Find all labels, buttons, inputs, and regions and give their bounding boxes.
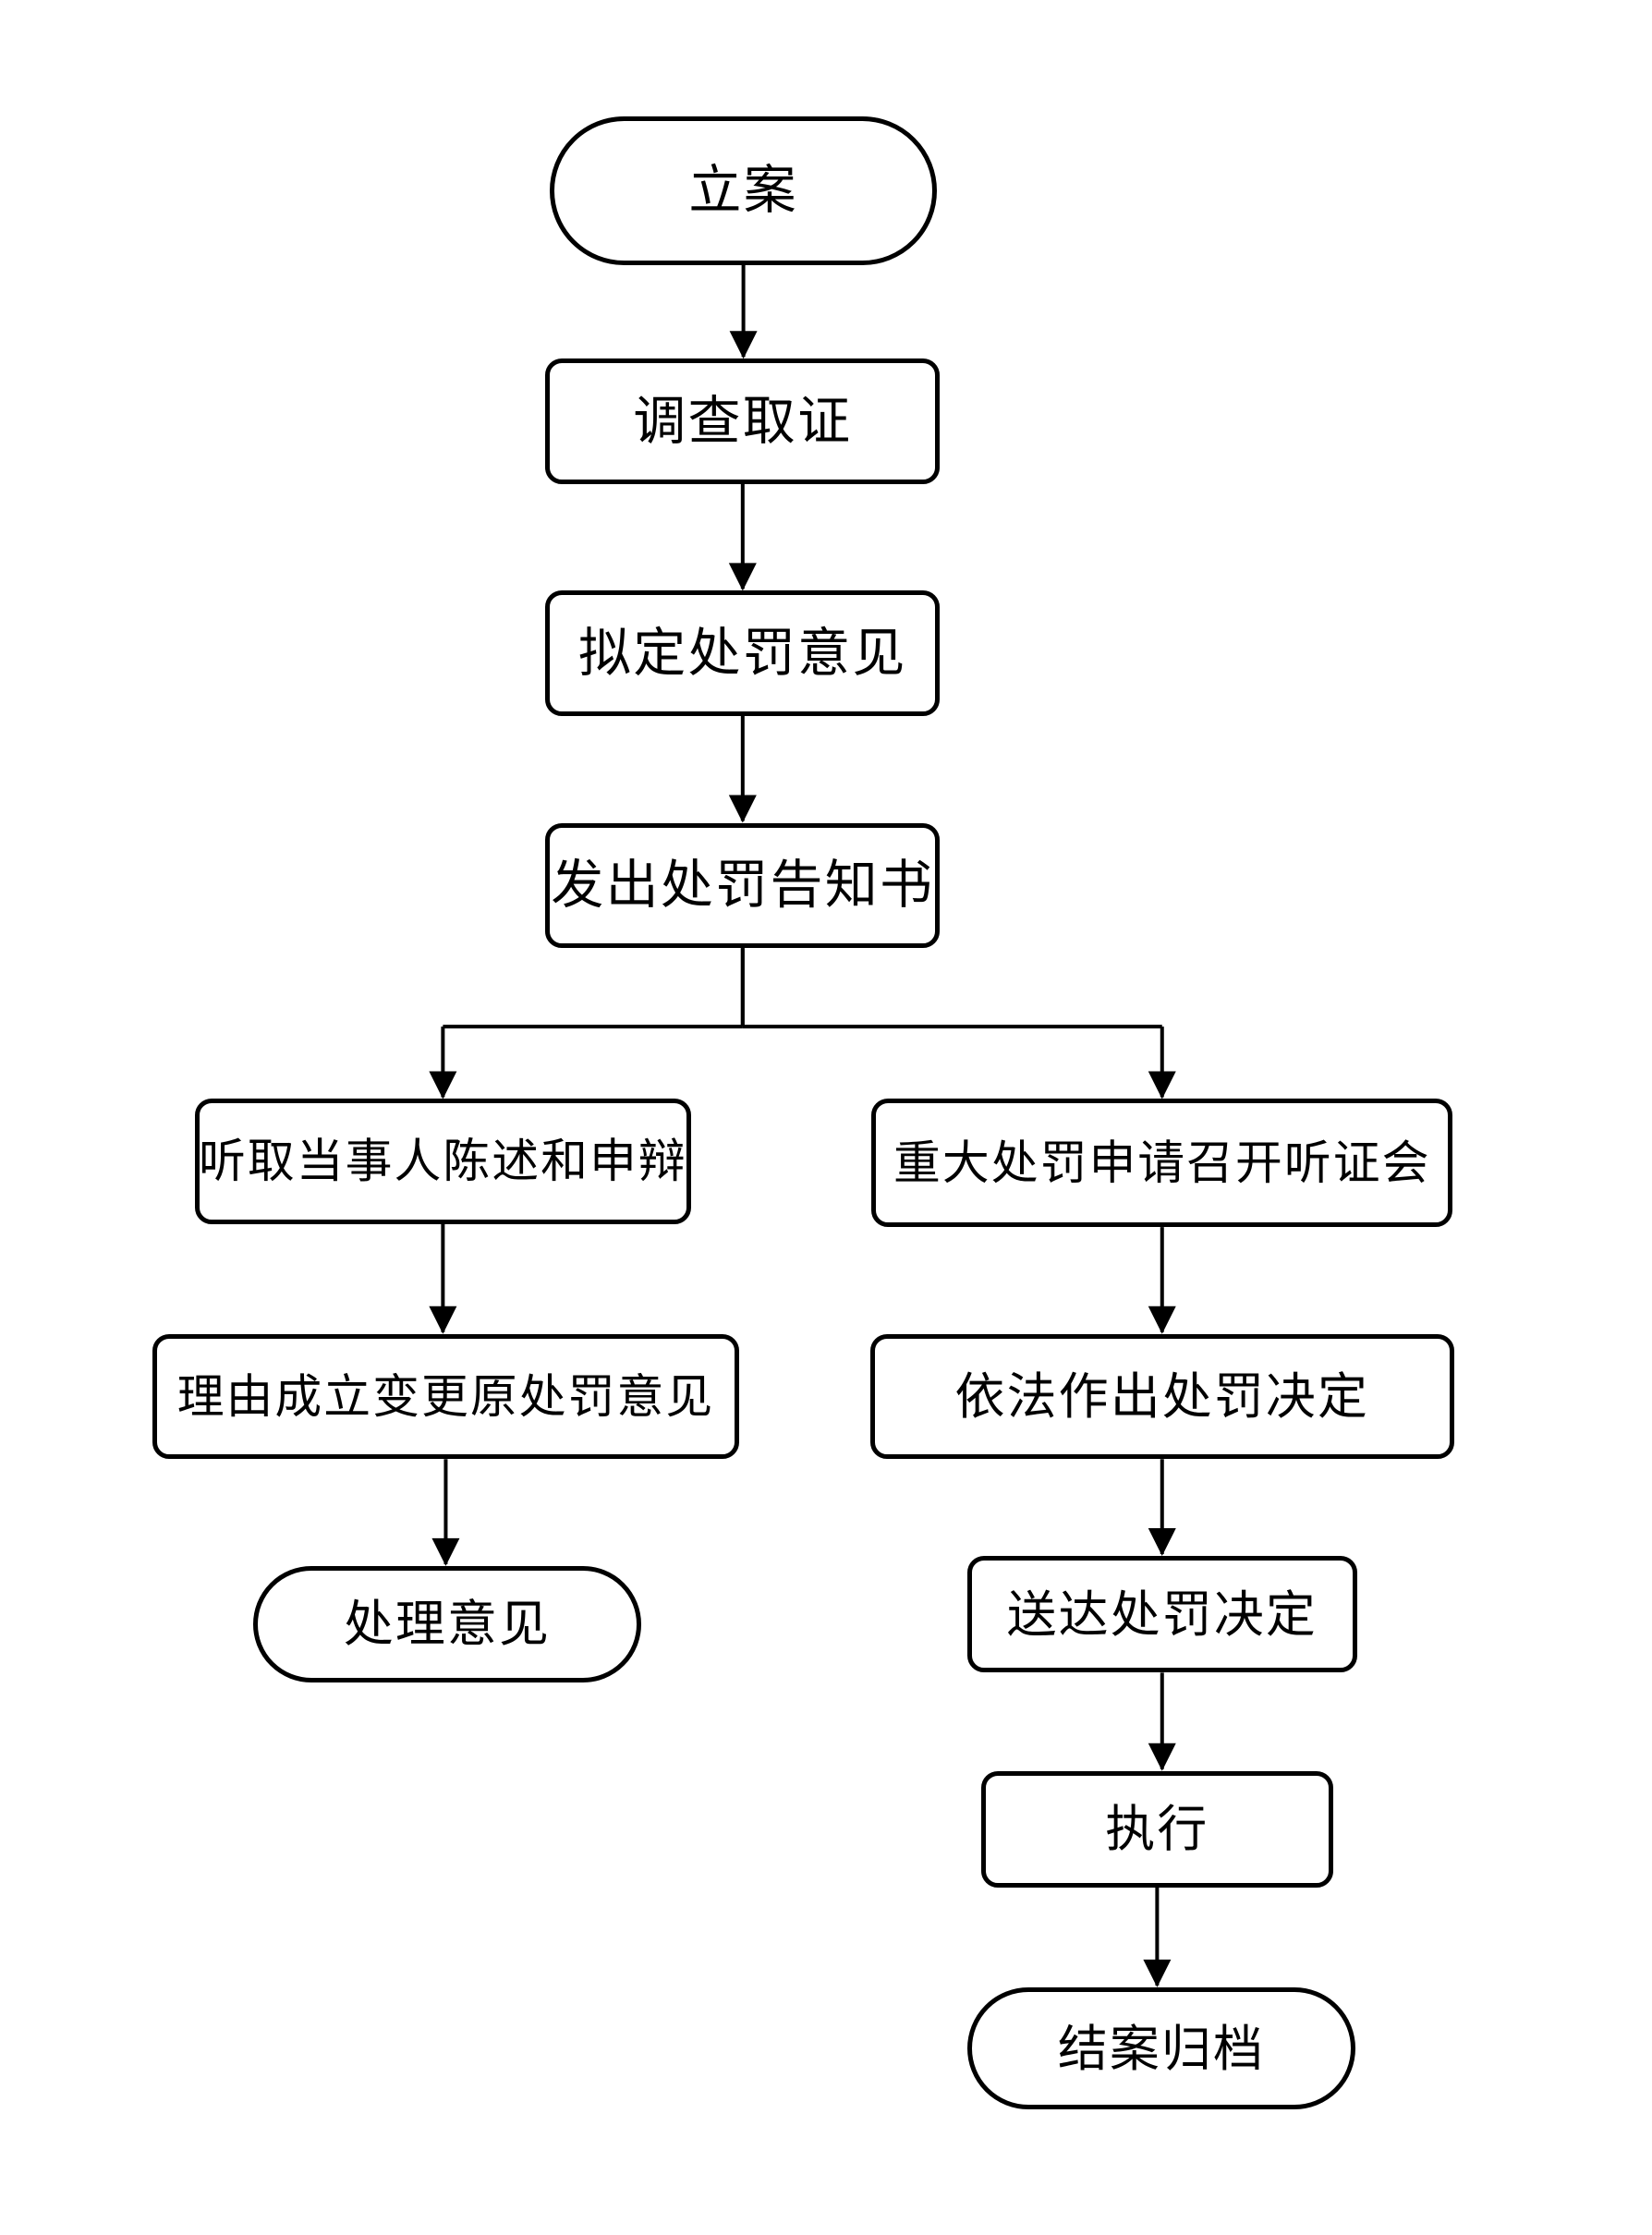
flow-node-n1[interactable]: 立案 xyxy=(549,116,938,265)
arrowhead-icon xyxy=(429,1071,457,1099)
flow-node-label: 依法作出处罚决定 xyxy=(954,1367,1370,1426)
flow-node-label: 理由成立变更原处罚意见 xyxy=(176,1368,715,1424)
flow-node-n11[interactable]: 执行 xyxy=(981,1770,1333,1889)
arrowhead-icon xyxy=(429,1306,457,1334)
flow-node-n2[interactable]: 调查取证 xyxy=(545,358,941,484)
flow-node-n9[interactable]: 处理意见 xyxy=(253,1565,641,1683)
flow-node-label: 重大处罚申请召开听证会 xyxy=(893,1135,1431,1190)
flow-node-label: 拟定处罚意见 xyxy=(577,622,907,684)
flow-node-n8[interactable]: 依法作出处罚决定 xyxy=(869,1333,1454,1460)
flow-node-n6[interactable]: 重大处罚申请召开听证会 xyxy=(871,1099,1453,1228)
flow-node-n7[interactable]: 理由成立变更原处罚意见 xyxy=(152,1333,739,1460)
arrowhead-icon xyxy=(1148,1306,1176,1334)
arrowhead-icon xyxy=(729,331,758,359)
flow-node-label: 结案归档 xyxy=(1057,2019,1266,2078)
arrowhead-icon xyxy=(1148,1528,1176,1557)
arrowhead-icon xyxy=(1148,1071,1176,1099)
arrowhead-icon xyxy=(1148,1743,1176,1771)
flow-node-n12[interactable]: 结案归档 xyxy=(966,1986,1356,2110)
flow-node-label: 送达处罚决定 xyxy=(1006,1585,1318,1644)
flow-node-label: 执行 xyxy=(1105,1800,1209,1859)
flow-node-n3[interactable]: 拟定处罚意见 xyxy=(545,590,941,716)
flow-node-n4[interactable]: 发出处罚告知书 xyxy=(545,822,941,949)
flow-node-label: 发出处罚告知书 xyxy=(551,854,935,916)
flow-node-label: 听取当事人陈述和申辩 xyxy=(199,1134,687,1189)
arrowhead-icon xyxy=(728,563,757,591)
flow-node-n10[interactable]: 送达处罚决定 xyxy=(966,1556,1357,1673)
arrowhead-icon xyxy=(728,795,757,823)
flow-node-label: 处理意见 xyxy=(343,1595,552,1654)
flow-node-n5[interactable]: 听取当事人陈述和申辩 xyxy=(195,1099,691,1225)
arrowhead-icon xyxy=(1143,1959,1172,1987)
arrowhead-icon xyxy=(431,1537,460,1566)
flow-node-label: 调查取证 xyxy=(633,390,853,452)
flow-node-label: 立案 xyxy=(688,160,798,222)
